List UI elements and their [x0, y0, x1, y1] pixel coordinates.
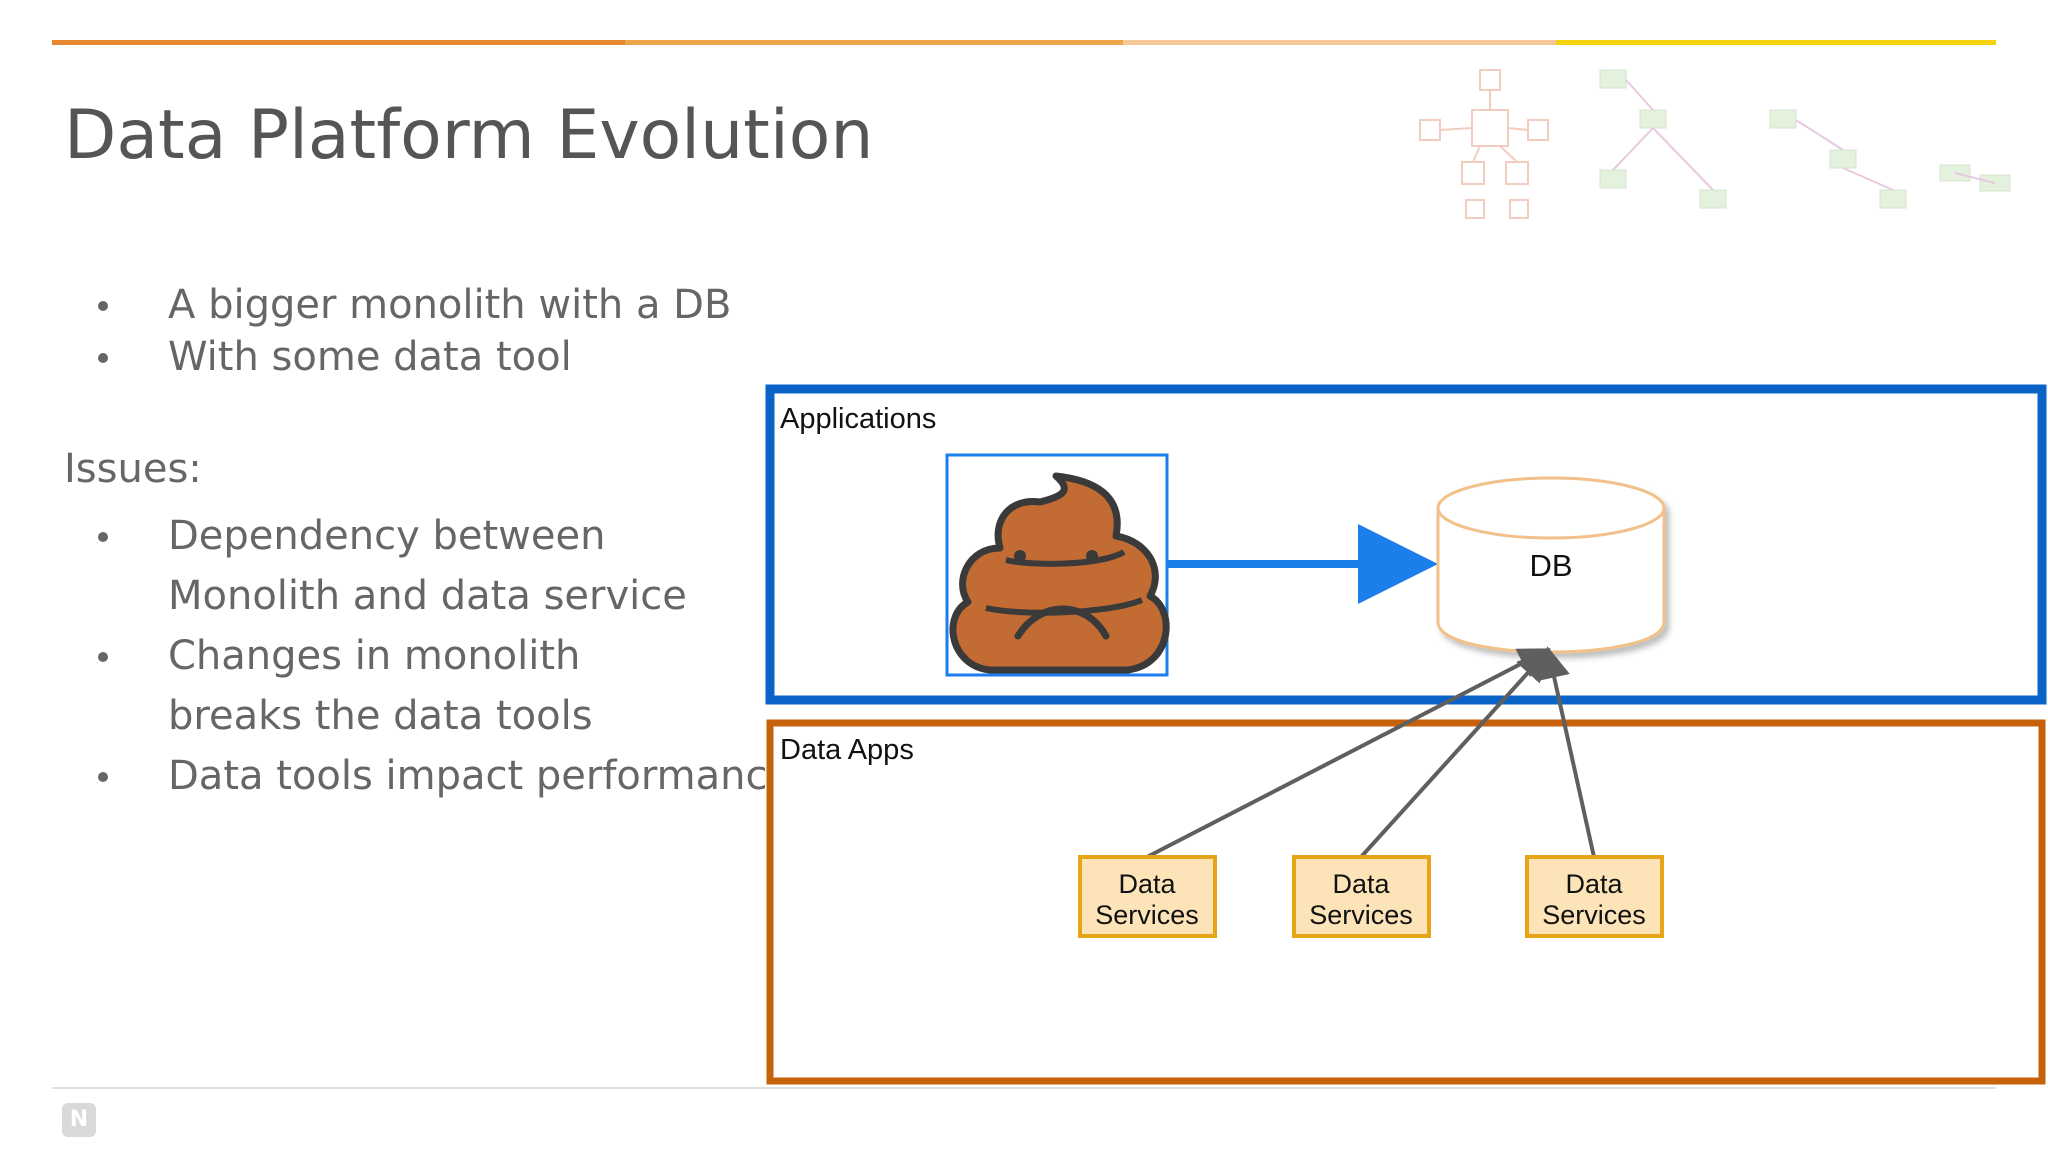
- issue-item: Changes in monolith breaks the data tool…: [64, 626, 792, 746]
- bullet-dot: [98, 532, 108, 542]
- db-label: DB: [1529, 548, 1572, 583]
- issue-line: Dependency between: [168, 513, 606, 559]
- bottom-rule: [52, 1087, 1996, 1089]
- bullet-dot: [98, 772, 108, 782]
- slide-title: Data Platform Evolution: [64, 96, 874, 175]
- sad-poop-icon: [949, 472, 1170, 674]
- issue-bullets: Dependency between Monolith and data ser…: [64, 506, 792, 806]
- issue-line: breaks the data tools: [168, 693, 593, 739]
- data-service-box: Data Services: [1525, 855, 1664, 938]
- bullet-dot: [98, 301, 108, 311]
- db-cylinder: [1436, 476, 1666, 654]
- issue-line: Monolith and data service: [168, 573, 687, 619]
- service-label-line: Services: [1309, 900, 1413, 930]
- service-label-line: Data: [1565, 869, 1623, 899]
- service-label-line: Data: [1118, 869, 1176, 899]
- data-apps-label: Data Apps: [780, 734, 914, 766]
- data-service-box: Data Services: [1292, 855, 1431, 938]
- intro-bullets: A bigger monolith with a DB With some da…: [64, 279, 731, 383]
- accent-segment-orange: [52, 40, 625, 45]
- applications-label: Applications: [780, 403, 936, 435]
- accent-segment-yellow: [1556, 40, 1996, 45]
- architecture-thumbnails: [1419, 69, 2011, 219]
- bullet-text: With some data tool: [168, 334, 572, 380]
- service-1-connector: [1146, 648, 1552, 859]
- accent-segment-peach: [1123, 40, 1556, 45]
- issue-line: Changes in monolith: [168, 633, 581, 679]
- data-service-box: Data Services: [1078, 855, 1217, 938]
- issue-item: Data tools impact performance: [64, 746, 792, 806]
- bullet-item: A bigger monolith with a DB: [64, 279, 731, 331]
- bullet-dot: [98, 353, 108, 363]
- service-label-line: Services: [1542, 900, 1646, 930]
- bullet-dot: [98, 652, 108, 662]
- bullet-text: A bigger monolith with a DB: [168, 282, 732, 328]
- service-label-line: Services: [1095, 900, 1199, 930]
- issue-line: Data tools impact performance: [168, 753, 793, 799]
- service-3-connector: [1538, 646, 1596, 858]
- service-2-connector: [1359, 649, 1550, 859]
- issues-label: Issues:: [64, 446, 202, 492]
- accent-segment-light-orange: [625, 40, 1123, 45]
- service-label-line: Data: [1332, 869, 1390, 899]
- bullet-item: With some data tool: [64, 331, 731, 383]
- presentation-logo-icon: N: [62, 1103, 96, 1137]
- issue-item: Dependency between Monolith and data ser…: [64, 506, 792, 626]
